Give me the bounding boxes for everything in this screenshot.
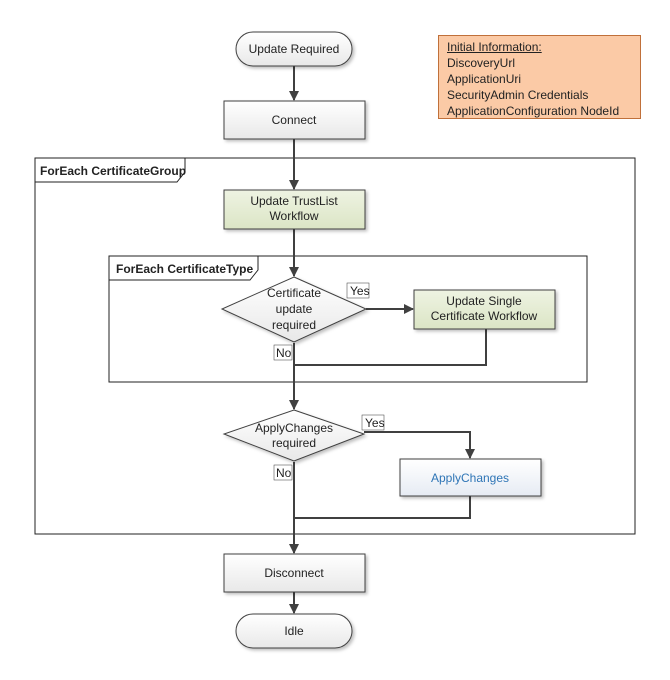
- apply-required-text-1: ApplyChanges: [255, 421, 333, 435]
- edge-apply-return: [294, 496, 471, 519]
- disconnect-text: Disconnect: [264, 566, 324, 580]
- initial-information-note: Initial Information: DiscoveryUrl Applic…: [438, 35, 641, 119]
- trustlist-text-2: Workflow: [269, 209, 318, 223]
- connectors: [289, 66, 487, 614]
- node-connect: Connect: [223, 100, 366, 140]
- node-idle: Idle: [235, 613, 353, 649]
- single-cert-text-2: Certificate Workflow: [431, 309, 538, 323]
- cert-update-text-3: required: [272, 318, 316, 332]
- edge-single-return: [294, 329, 487, 366]
- certificategroup-label: ForEach CertificateGroup: [40, 164, 186, 178]
- yes-label-2: Yes: [361, 414, 385, 431]
- yes-label-1: Yes: [346, 282, 370, 299]
- edge-apply-yes: [364, 431, 475, 459]
- foreach-certificategroup-frame: ForEach CertificateGroup: [34, 157, 636, 535]
- node-update-trustlist-workflow: Update TrustList Workflow: [223, 189, 366, 230]
- cert-update-text-1: Certificate: [267, 286, 321, 300]
- no-label-1: No: [273, 344, 293, 361]
- info-item: ApplicationUri: [447, 72, 522, 86]
- node-applychanges: ApplyChanges: [399, 458, 542, 497]
- apply-required-text-2: required: [272, 436, 316, 450]
- info-item: SecurityAdmin Credentials: [447, 88, 589, 102]
- node-disconnect: Disconnect: [223, 553, 366, 593]
- decision-applychanges-required: ApplyChanges required: [222, 409, 366, 462]
- connect-text: Connect: [272, 113, 317, 127]
- update-required-text: Update Required: [249, 42, 340, 56]
- cert-update-text-2: update: [276, 302, 313, 316]
- single-cert-text-1: Update Single: [446, 294, 522, 308]
- idle-text: Idle: [284, 624, 304, 638]
- node-update-required: Update Required: [235, 31, 353, 67]
- certificatetype-label: ForEach CertificateType: [116, 262, 253, 276]
- trustlist-text-1: Update TrustList: [250, 194, 338, 208]
- info-item: DiscoveryUrl: [447, 56, 516, 70]
- svg-text:Yes: Yes: [365, 416, 385, 430]
- foreach-certificatetype-frame: ForEach CertificateType: [108, 255, 588, 383]
- initial-information-title: Initial Information:: [447, 40, 542, 54]
- applychanges-text: ApplyChanges: [431, 471, 509, 485]
- info-item: ApplicationConfiguration NodeId: [447, 104, 620, 118]
- svg-text:No: No: [276, 466, 292, 480]
- decision-certificate-update-required: Certificate update required: [220, 276, 368, 343]
- node-update-single-certificate-workflow: Update Single Certificate Workflow: [413, 289, 556, 330]
- svg-text:Yes: Yes: [350, 284, 370, 298]
- svg-text:No: No: [276, 346, 292, 360]
- no-label-2: No: [273, 464, 293, 481]
